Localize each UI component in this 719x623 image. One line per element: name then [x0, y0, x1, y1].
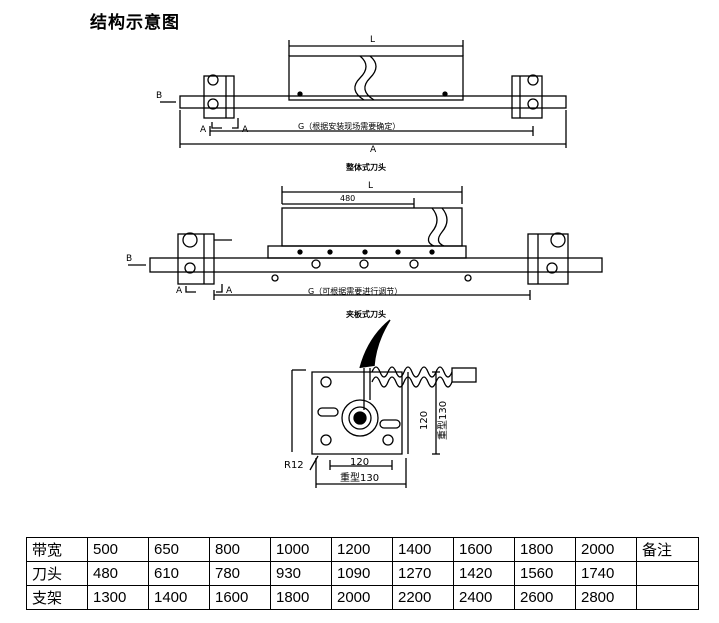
- table-cell: 备注: [636, 537, 699, 562]
- top-label-b: B: [156, 91, 162, 101]
- detail-label-120-v: 120: [419, 411, 430, 430]
- table-cell: 1800: [270, 585, 332, 610]
- top-label-a-left: A: [200, 125, 207, 135]
- table-cell: 1090: [331, 561, 393, 586]
- table-cell: 1400: [148, 585, 210, 610]
- table-cell: 2000: [575, 537, 637, 562]
- table-cell: 2000: [331, 585, 393, 610]
- detail-label-r: R12: [284, 460, 304, 471]
- table-cell: 2200: [392, 585, 454, 610]
- mid-label-480: 480: [340, 194, 355, 203]
- top-caption: 整体式刀头: [345, 162, 386, 172]
- top-label-l: L: [370, 35, 375, 45]
- detail-label-130-h: 重型130: [340, 471, 379, 484]
- table-cell: [636, 585, 699, 610]
- table-cell: 480: [87, 561, 149, 586]
- table-cell: 1560: [514, 561, 576, 586]
- table-cell: 2800: [575, 585, 637, 610]
- table-cell: 650: [148, 537, 210, 562]
- table-cell: 1420: [453, 561, 515, 586]
- page-title: 结构示意图: [90, 13, 180, 33]
- mid-caption: 夹板式刀头: [346, 309, 386, 319]
- top-label-g: G（根据安装现场需要确定）: [298, 121, 400, 131]
- detail-label-120-h: 120: [350, 457, 369, 468]
- table-cell: 1800: [514, 537, 576, 562]
- table-cell: 610: [148, 561, 210, 586]
- structure-drawing: L B A A G（根据安装现场需要确定） A 整体式刀头 L 480 B A …: [126, 35, 603, 488]
- table-cell: 1400: [392, 537, 454, 562]
- mid-label-l: L: [368, 181, 373, 191]
- table-cell: 1270: [392, 561, 454, 586]
- row-header-cell: 支架: [26, 585, 88, 610]
- top-label-a-dim: A: [370, 145, 377, 155]
- table-cell: 1600: [209, 585, 271, 610]
- table-cell: 2600: [514, 585, 576, 610]
- mid-label-a-right: A: [226, 286, 233, 296]
- integral-cutter-view: [160, 40, 567, 148]
- mid-label-g: G（可根据需要进行调节）: [308, 286, 402, 296]
- table-cell: 800: [209, 537, 271, 562]
- table-cell: 930: [270, 561, 332, 586]
- clamp-cutter-view: [128, 186, 603, 300]
- top-label-a-right: A: [242, 125, 249, 135]
- table-cell: 780: [209, 561, 271, 586]
- table-cell: 2400: [453, 585, 515, 610]
- mid-label-a-left: A: [176, 286, 183, 296]
- table-cell: 1740: [575, 561, 637, 586]
- table-cell: [636, 561, 699, 586]
- table-cell: 1000: [270, 537, 332, 562]
- row-header-cell: 刀头: [26, 561, 88, 586]
- table-cell: 1200: [331, 537, 393, 562]
- detail-label-130-v: 重型130: [436, 401, 449, 440]
- table-cell: 1300: [87, 585, 149, 610]
- mid-label-b: B: [126, 254, 132, 264]
- table-cell: 1600: [453, 537, 515, 562]
- bracket-detail-view: [291, 319, 477, 488]
- row-header-cell: 带宽: [26, 537, 88, 562]
- table-cell: 500: [87, 537, 149, 562]
